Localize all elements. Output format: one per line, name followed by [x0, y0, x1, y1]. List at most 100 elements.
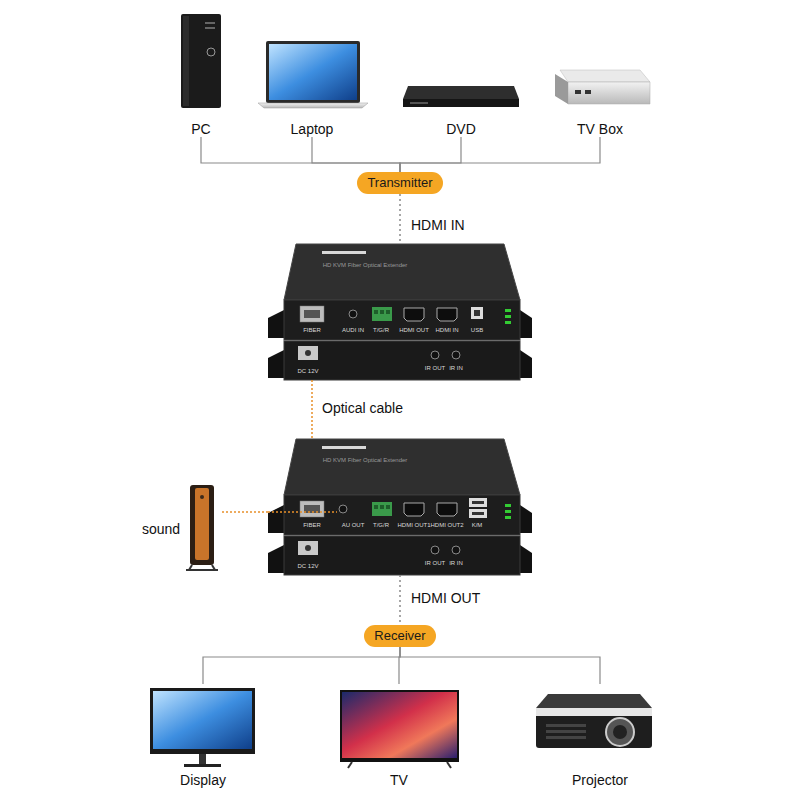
port-label: IR IN	[449, 560, 463, 567]
hdmi-port	[437, 503, 457, 516]
speaker-driver	[200, 495, 204, 499]
display-neck	[199, 754, 206, 764]
mount-ear	[520, 310, 532, 338]
sfp-port	[300, 501, 324, 517]
connector	[201, 137, 400, 172]
terminal-pin	[380, 505, 384, 509]
tv-box-icon	[555, 70, 650, 104]
led	[505, 516, 511, 519]
unit-badge	[322, 446, 366, 449]
display-frame	[150, 688, 255, 754]
edge-label: Optical cable	[320, 400, 405, 416]
dvd-front	[403, 99, 519, 107]
pc-logo	[207, 48, 215, 56]
mount-ear	[520, 545, 532, 573]
laptop-base	[258, 103, 368, 108]
usb-slot	[474, 310, 480, 316]
speaker-foot	[189, 565, 192, 570]
unit-front	[284, 300, 520, 340]
led	[505, 321, 511, 324]
mount-ear	[268, 505, 284, 533]
usb-slot	[472, 501, 484, 504]
projector-icon	[536, 694, 652, 748]
mount-ear	[520, 505, 532, 533]
projector-band	[536, 708, 652, 716]
connector	[399, 575, 401, 625]
tvbox-port	[575, 90, 581, 94]
mount-ear	[268, 545, 284, 573]
device-node: PC	[176, 10, 226, 137]
port-label: AUDI IN	[342, 327, 364, 334]
extender-unit: HD KVM Fiber Optical ExtenderFIBERAUDI I…	[268, 243, 532, 380]
dc-hole	[305, 545, 311, 551]
usb-port	[471, 307, 483, 319]
hdmi-port	[437, 308, 457, 321]
device-title: HD KVM Fiber Optical Extender	[323, 262, 408, 269]
usb-port	[469, 498, 487, 507]
usb-slot	[472, 512, 484, 515]
audio-jack	[349, 310, 357, 318]
speaker-foot	[212, 565, 215, 570]
transmitter-unit-body	[268, 244, 532, 380]
tv-icon	[340, 690, 459, 768]
terminal-pin	[374, 505, 378, 509]
role-pill: Transmitter	[357, 172, 442, 194]
pc-icon	[181, 14, 221, 108]
port-label: T/G/R	[373, 522, 389, 529]
port-label: IR OUT	[425, 365, 445, 372]
device-node: DVD	[400, 10, 522, 137]
projector-top	[536, 694, 652, 708]
display-base	[184, 764, 221, 767]
terminal-pin	[380, 310, 384, 314]
port-label: FIBER	[303, 522, 321, 529]
led	[505, 309, 511, 312]
device-label: Laptop	[291, 121, 334, 137]
port-label: HDMI IN	[436, 327, 459, 334]
terminal-pin	[374, 310, 378, 314]
device-label: Display	[180, 772, 226, 788]
projector-vent	[546, 730, 586, 733]
port-label: HDMI OUT	[399, 327, 429, 334]
mount-ear	[520, 350, 532, 378]
unit-front	[284, 495, 520, 535]
dc-hole	[305, 350, 311, 356]
audio-wire	[268, 511, 337, 513]
connector	[220, 511, 268, 513]
dc-jack	[298, 541, 318, 555]
dvd-slot	[410, 102, 428, 104]
tvbox-port	[585, 90, 591, 94]
connector	[312, 137, 400, 172]
device-label: sound	[138, 521, 180, 537]
mount-ear	[268, 350, 284, 378]
port-label: HDMI OUT1	[398, 522, 431, 529]
speaker-body	[190, 485, 214, 565]
tvbox-front	[568, 82, 650, 104]
device-label: PC	[191, 121, 210, 137]
unit-top	[284, 244, 520, 300]
connector	[400, 137, 461, 172]
tvbox-top	[560, 70, 650, 82]
speaker-stand	[186, 569, 218, 571]
port-label: K/M	[472, 522, 483, 529]
role-pill: Receiver	[364, 625, 435, 647]
dvd-top	[403, 86, 519, 99]
laptop-icon	[258, 41, 368, 108]
projector-vent	[546, 736, 586, 739]
projector-lens-core	[613, 725, 627, 739]
device-node: Display	[148, 684, 258, 788]
port-label: AU OUT	[342, 522, 365, 529]
sfp-port	[300, 306, 324, 322]
device-node: Laptop	[258, 10, 366, 137]
device-node: TV Box	[548, 10, 652, 137]
connector	[400, 647, 600, 684]
ir-jack	[431, 546, 439, 554]
port-label: DC 12V	[297, 563, 318, 570]
usb-port	[469, 509, 487, 518]
unit-lower-front	[284, 341, 520, 380]
port-label: T/G/R	[373, 327, 389, 334]
ir-jack	[431, 351, 439, 359]
port-label: HDMI OUT2	[431, 522, 464, 529]
device-label: TV Box	[577, 121, 623, 137]
dvd-icon	[403, 86, 519, 107]
